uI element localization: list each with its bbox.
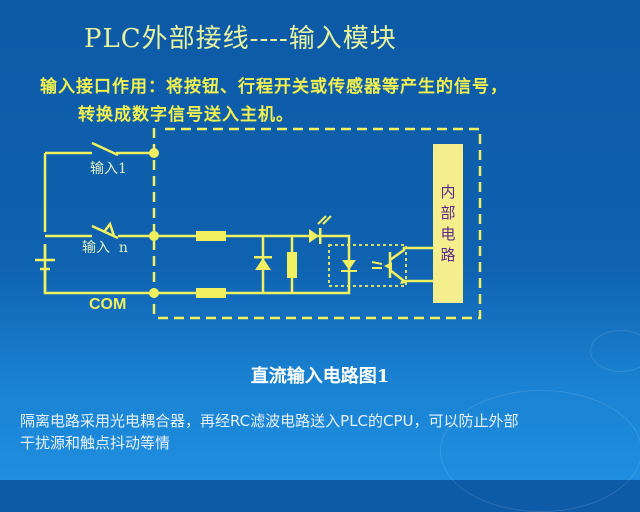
- slide-title: PLC外部接线----输入模块: [84, 24, 397, 54]
- optocoupler-led: [342, 260, 356, 270]
- label-com: COM: [89, 296, 127, 313]
- internal-block-label: 内 部 电 路: [433, 182, 463, 266]
- label-input1: 输入1: [90, 161, 127, 177]
- light-arrows: [371, 261, 383, 269]
- led-bar: [319, 228, 322, 244]
- optocoupler-led-bar: [341, 270, 357, 272]
- resistor-vertical: [287, 252, 297, 278]
- description-line-1: 隔离电路采用光电耦合器，再经RC滤波电路送入PLC的CPU，可以防止外部: [20, 412, 519, 430]
- phototransistor: [388, 246, 433, 283]
- switch-inputn: [91, 221, 119, 240]
- subtitle-line-2: 转换成数字信号送入主机。: [78, 105, 294, 125]
- internal-char: 路: [440, 246, 456, 264]
- emitter-arrowhead: [400, 279, 406, 284]
- internal-char: 电: [440, 225, 456, 243]
- resistor-top: [196, 231, 226, 241]
- led-indicator: [309, 229, 319, 243]
- decorative-ripple: [590, 330, 640, 372]
- optocoupler-box: [328, 244, 407, 287]
- terminal-com: [149, 288, 159, 298]
- diagram-caption: 直流输入电路图1: [250, 366, 390, 387]
- led-light-rays: [317, 215, 332, 225]
- internal-char: 部: [440, 204, 456, 222]
- resistor-bottom: [196, 288, 226, 298]
- internal-circuit-block: [433, 144, 463, 303]
- label-inputn: 输入 n: [82, 240, 128, 256]
- switch-input1: [91, 141, 119, 157]
- plc-boundary: [152, 127, 482, 320]
- internal-char: 内: [440, 183, 456, 201]
- terminal-inputn: [149, 231, 159, 241]
- subtitle-line-1: 输入接口作用：将按钮、行程开关或传感器等产生的信号，: [40, 77, 508, 97]
- terminal-input1: [149, 148, 159, 158]
- wire-top: [154, 234, 351, 295]
- light-arrowhead: [384, 262, 392, 270]
- description-line-2: 干扰源和触点抖动等情: [20, 434, 171, 452]
- diode: [255, 258, 271, 270]
- circuit-diagram: [35, 127, 482, 320]
- diode-bar: [254, 256, 272, 259]
